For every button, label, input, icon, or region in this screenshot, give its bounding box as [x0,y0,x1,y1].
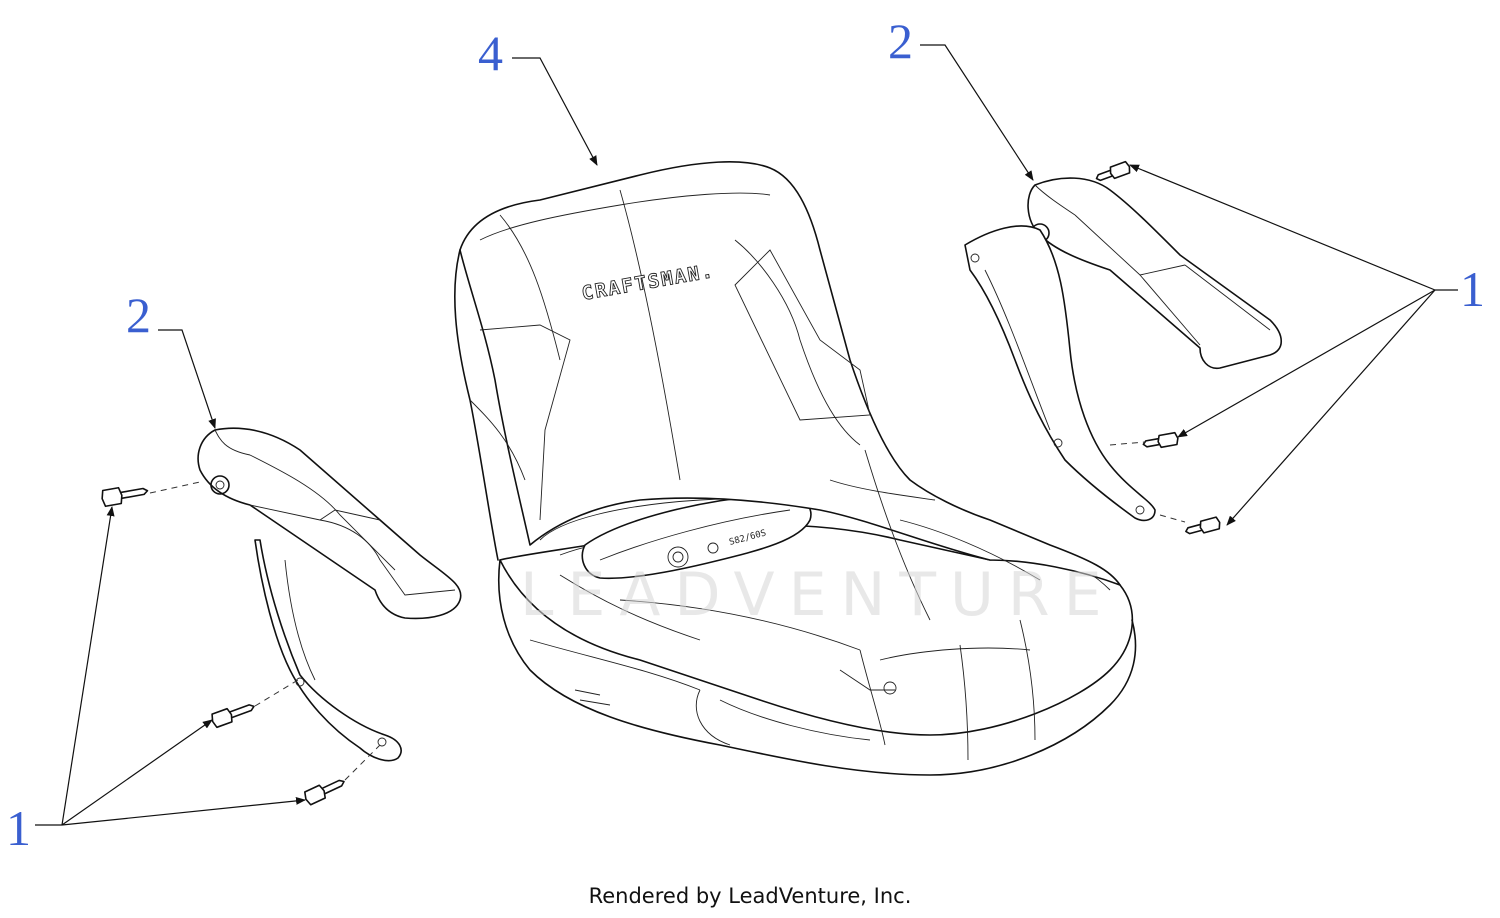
armrest-right [964,177,1283,522]
seat: S82/60S CRAFTSMAN. [454,161,1137,776]
watermark: LEADVENTURE [520,560,1116,630]
callout-bolts-left[interactable]: 1 [6,800,31,856]
callout-armrest-right[interactable]: 2 [888,13,913,69]
callout-armrest-left[interactable]: 2 [126,287,151,343]
callout-bolts-right[interactable]: 1 [1460,261,1485,317]
armrest-left [197,427,462,762]
leader-lines [35,44,1458,826]
callout-seat[interactable]: 4 [478,25,503,81]
render-credit: Rendered by LeadVenture, Inc. [588,884,912,908]
bolts-right [1095,160,1221,535]
bolts-left [101,481,381,806]
